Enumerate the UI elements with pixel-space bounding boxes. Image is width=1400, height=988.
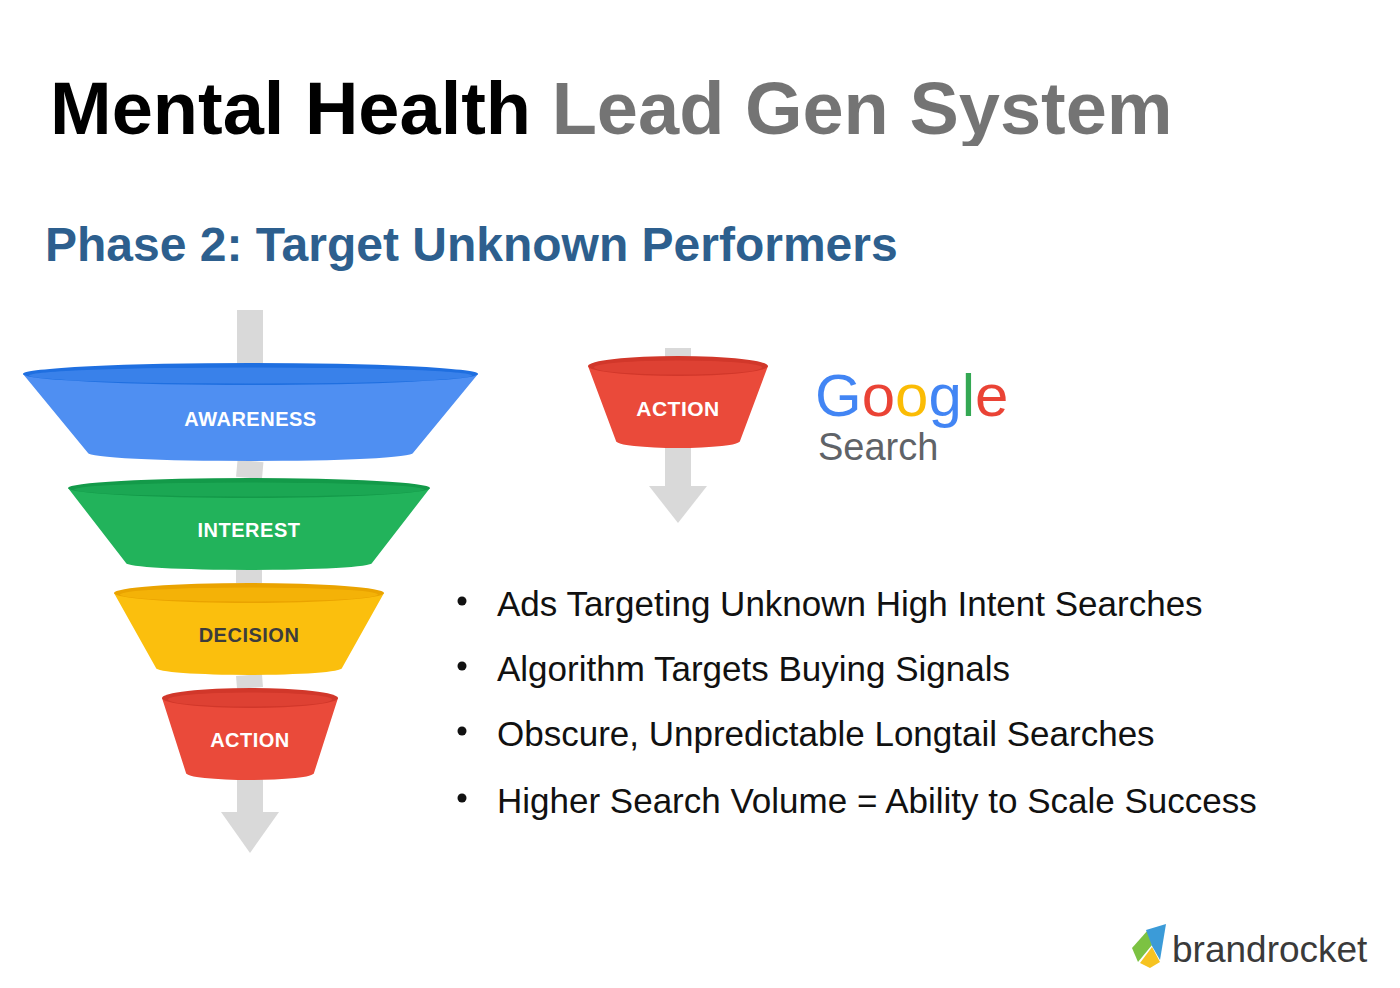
- bullet-text: Obscure, Unpredictable Longtail Searches: [497, 714, 1155, 754]
- label-wrap: Ads Targeting Unknown High Intent Search…: [497, 584, 1203, 624]
- label-wrap: Obscure, Unpredictable Longtail Searches: [497, 714, 1155, 754]
- band-body: [68, 488, 430, 570]
- label-wrap: Google: [815, 361, 1008, 430]
- band-text-box: INTEREST: [68, 498, 430, 563]
- phase-heading: Phase 2: Target Unknown Performers: [45, 217, 898, 272]
- band-rim: [588, 356, 768, 376]
- band-text-box: DECISION: [114, 603, 384, 668]
- band-rim-inner: [29, 368, 472, 384]
- funnel-band: ACTION: [162, 688, 338, 780]
- bullet-text: Higher Search Volume = Ability to Scale …: [497, 781, 1257, 821]
- band-text-box: ACTION: [588, 376, 768, 441]
- band-text-box: AWARENESS: [23, 385, 478, 453]
- funnel-band: INTEREST: [68, 478, 430, 570]
- title-wrap: Mental Health Lead Gen System: [50, 72, 1173, 146]
- band-label: ACTION: [210, 729, 290, 752]
- band-body: [588, 366, 768, 448]
- brand-wordmark: brandrocket: [1172, 929, 1367, 972]
- band-rim-inner: [74, 483, 424, 497]
- label-wrap: brandrocket: [1172, 929, 1367, 972]
- band-body: [23, 374, 478, 461]
- band-rim: [114, 583, 384, 603]
- funnel-connector: [249, 675, 250, 688]
- bullet-dot: [458, 794, 467, 803]
- band-rim-inner: [594, 361, 762, 375]
- funnel-arrowhead: [221, 812, 279, 853]
- funnel-band: ACTION: [588, 356, 768, 448]
- band-rim: [162, 688, 338, 708]
- label-wrap: Search: [818, 426, 938, 470]
- label-wrap: Algorithm Targets Buying Signals: [497, 649, 1010, 689]
- funnel-arrowhead: [649, 486, 707, 523]
- band-body: [114, 593, 384, 675]
- funnel-connector: [249, 461, 251, 478]
- funnel-connector: [236, 570, 262, 583]
- bullet-dot: [458, 727, 467, 736]
- band-body: [162, 698, 338, 780]
- label-wrap: Higher Search Volume = Ability to Scale …: [497, 781, 1257, 821]
- bullet-text: Ads Targeting Unknown High Intent Search…: [497, 584, 1203, 624]
- band-label: INTEREST: [198, 519, 301, 542]
- label-wrap: Phase 2: Target Unknown Performers: [45, 217, 898, 272]
- bullet-dot: [458, 662, 467, 671]
- bullet-dot: [458, 597, 467, 606]
- search-label: Search: [818, 426, 938, 470]
- google-logo: Google: [815, 361, 1008, 430]
- band-rim-inner: [168, 693, 332, 707]
- band-label: ACTION: [636, 397, 720, 421]
- funnel-band: DECISION: [114, 583, 384, 675]
- brand-icon: [1132, 924, 1166, 968]
- band-text-box: ACTION: [162, 708, 338, 773]
- bullet-text: Algorithm Targets Buying Signals: [497, 649, 1010, 689]
- band-label: AWARENESS: [184, 408, 316, 431]
- band-rim: [23, 363, 478, 385]
- band-rim: [68, 478, 430, 498]
- band-rim-inner: [120, 588, 378, 602]
- slide-title: Mental Health Lead Gen System: [50, 72, 1173, 146]
- funnel-band: AWARENESS: [23, 363, 478, 461]
- band-label: DECISION: [199, 624, 300, 647]
